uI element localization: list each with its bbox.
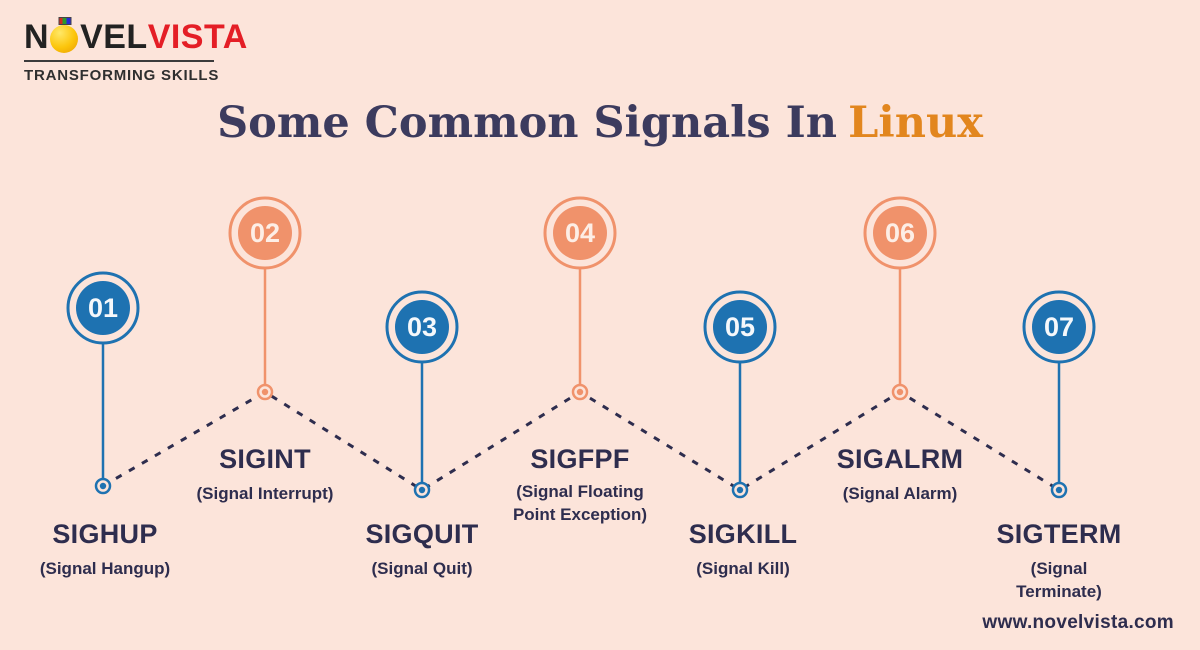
signal-name: SIGFPF (530, 444, 630, 474)
number-circle (873, 206, 927, 260)
signal-label-sigterm: SIGTERM (Signal Terminate) (989, 519, 1130, 604)
signal-number: 04 (565, 218, 595, 248)
number-outer-ring (703, 290, 777, 364)
page-title-prefix: Some Common Signals In (217, 98, 837, 148)
timeline-item-04: 04 (543, 196, 617, 401)
signal-number: 06 (885, 218, 915, 248)
number-outer-ring (385, 290, 459, 364)
logo-text-vel: VEL (80, 18, 148, 56)
signal-description: (Signal Interrupt) (196, 484, 334, 503)
number-circle (1032, 300, 1086, 354)
signal-number: 01 (88, 293, 118, 323)
number-outer-ring (228, 196, 302, 270)
timeline-item-02: 02 (228, 196, 302, 401)
timeline-item-05: 05 (703, 290, 777, 499)
signal-description: (Signal Floating Point Exception) (512, 482, 648, 524)
timeline-item-03: 03 (385, 290, 459, 499)
logo-divider (24, 60, 214, 62)
number-outer-ring (543, 196, 617, 270)
node-dot (736, 486, 744, 494)
signal-name: SIGALRM (836, 444, 964, 474)
page-title-highlight: Linux (848, 98, 983, 148)
logo-tagline: TRANSFORMING SKILLS (24, 67, 220, 84)
medal-ribbon-icon (58, 17, 72, 25)
signal-number: 02 (250, 218, 280, 248)
node-dot (261, 388, 269, 396)
signal-name: SIGQUIT (365, 519, 479, 549)
number-circle (238, 206, 292, 260)
node-dot (576, 388, 584, 396)
medal-icon (50, 17, 79, 54)
number-circle (395, 300, 449, 354)
node-dot (1055, 486, 1063, 494)
node-dot (99, 482, 107, 490)
number-outer-ring (1022, 290, 1096, 364)
signal-number: 05 (725, 312, 755, 342)
signal-number: 03 (407, 312, 437, 342)
novelvista-logo: N VEL VISTA TRANSFORMING SKILLS (24, 17, 248, 84)
logo-text-vista: VISTA (147, 18, 248, 56)
signal-label-sigalrm: SIGALRM (Signal Alarm) (837, 444, 964, 506)
number-circle (713, 300, 767, 354)
signal-name: SIGTERM (996, 519, 1122, 549)
signal-name: SIGKILL (688, 519, 798, 549)
node-dot (896, 388, 904, 396)
number-outer-ring (66, 271, 140, 345)
signal-name: SIGINT (219, 444, 311, 474)
signal-description: (Signal Hangup) (39, 559, 171, 578)
logo-wordmark: N VEL VISTA (24, 17, 248, 56)
signal-label-sigfpf: SIGFPF (Signal Floating Point Exception) (501, 444, 659, 527)
website-url: www.novelvista.com (982, 612, 1174, 633)
signal-label-sighup: SIGHUP (Signal Hangup) (40, 519, 170, 581)
timeline-item-07: 07 (1022, 290, 1096, 499)
number-circle (553, 206, 607, 260)
logo-text-n: N (24, 18, 50, 56)
number-outer-ring (863, 196, 937, 270)
signal-name: SIGHUP (52, 519, 158, 549)
timeline-item-06: 06 (863, 196, 937, 401)
node-dot (418, 486, 426, 494)
signal-description: (Signal Terminate) (1016, 559, 1102, 601)
signal-description: (Signal Kill) (696, 559, 790, 578)
signal-description: (Signal Alarm) (842, 484, 958, 503)
signal-label-sigkill: SIGKILL (Signal Kill) (689, 519, 798, 581)
medal-ball-icon (50, 25, 79, 53)
signal-number: 07 (1044, 312, 1074, 342)
signal-label-sigquit: SIGQUIT (Signal Quit) (365, 519, 478, 581)
number-circle (76, 281, 130, 335)
signal-description: (Signal Quit) (371, 559, 473, 578)
timeline-item-01: 01 (66, 271, 140, 495)
signal-label-sigint: SIGINT (Signal Interrupt) (197, 444, 334, 506)
